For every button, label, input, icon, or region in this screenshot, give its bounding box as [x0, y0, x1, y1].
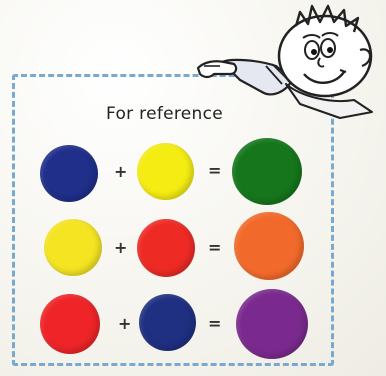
- reference-page: For reference + = + = + =: [0, 0, 386, 376]
- cartoon-boy-icon: [0, 0, 386, 376]
